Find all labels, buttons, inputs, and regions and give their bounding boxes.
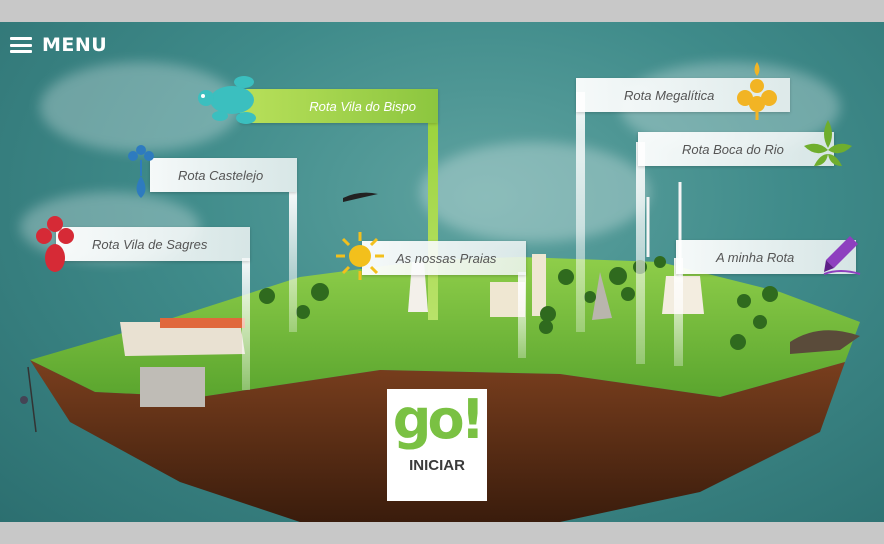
dinosaur	[790, 330, 860, 354]
start-label: INICIAR	[409, 457, 465, 474]
menhir	[592, 272, 612, 320]
island-top	[30, 257, 860, 397]
fortress-roof	[160, 318, 245, 328]
route-label: Rota Vila de Sagres	[92, 236, 208, 252]
windmill	[662, 276, 704, 314]
pencil-icon	[823, 236, 861, 275]
map-scene: MENU Rota Vila do Bispo Rota Castelejo	[0, 22, 884, 522]
red-flower-icon	[36, 216, 74, 272]
route-label: Rota Megalítica	[624, 87, 715, 103]
cloud	[420, 142, 650, 242]
climber	[20, 396, 28, 404]
fortress	[120, 322, 245, 356]
hamburger-icon	[10, 37, 32, 53]
trees	[259, 256, 778, 350]
route-label: Rota Boca do Rio	[682, 141, 784, 157]
go-logo: go!	[392, 388, 485, 451]
sun-icon	[336, 232, 384, 280]
route-label: Rota Vila do Bispo	[309, 98, 416, 114]
bell-tower	[532, 254, 546, 316]
menu-label: MENU	[42, 34, 108, 56]
bird	[343, 192, 378, 202]
start-button[interactable]: go! INICIAR	[387, 389, 487, 501]
ruins	[140, 367, 205, 407]
route-label: A minha Rota	[716, 249, 795, 265]
route-label: Rota Castelejo	[178, 167, 264, 183]
menu-button[interactable]: MENU	[10, 34, 107, 56]
climbing-rope	[27, 366, 37, 433]
cloud	[40, 62, 240, 152]
flower-drop-icon	[128, 145, 154, 198]
turtle-icon	[198, 76, 256, 124]
yellow-flower-icon	[737, 62, 777, 120]
route-label: As nossas Praias	[396, 250, 497, 266]
green-leaf-icon	[804, 120, 852, 166]
